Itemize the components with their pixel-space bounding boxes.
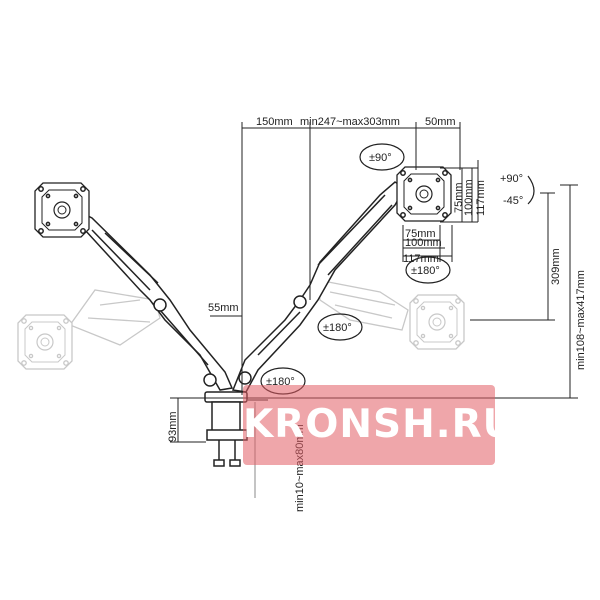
vesa-117-vertical-label: 117mm <box>475 180 487 216</box>
reach-middle-label: min247~max303mm <box>300 116 400 128</box>
tilt-up-label: +90° <box>500 173 523 185</box>
pole-and-clamp <box>204 391 248 467</box>
ghost-arms <box>17 279 465 370</box>
dimension-lines <box>170 122 578 498</box>
swivel-arm-label: ±180° <box>323 322 352 334</box>
clamp-height-label: 93mm <box>167 411 179 442</box>
right-arm <box>231 166 452 393</box>
swivel-head-label: ±180° <box>411 265 440 277</box>
tilt-down-label: -45° <box>503 195 523 207</box>
vesa-117-label: 117mm <box>403 253 439 265</box>
height-309-label: 309mm <box>550 248 562 285</box>
vesa-100-vertical-label: 100mm <box>463 179 475 216</box>
left-arm <box>34 182 234 391</box>
dimension-labels: 150mm min247~max303mm 50mm 55mm 75mm 100… <box>167 116 587 512</box>
pole-offset-label: 55mm <box>208 302 239 314</box>
reach-left-label: 150mm <box>256 116 293 128</box>
vesa-100-label: 100mm <box>405 237 442 249</box>
rotate-screen-label: ±90° <box>369 152 392 164</box>
reach-right-label: 50mm <box>425 116 456 128</box>
vesa-75-vertical-label: 75mm <box>453 182 465 213</box>
vesa-75-label: 75mm <box>405 228 436 240</box>
watermark-banner: KRONSH.RU <box>243 385 516 465</box>
height-total-label: min108~max417mm <box>575 270 587 370</box>
watermark-text: KRONSH.RU <box>243 402 516 447</box>
